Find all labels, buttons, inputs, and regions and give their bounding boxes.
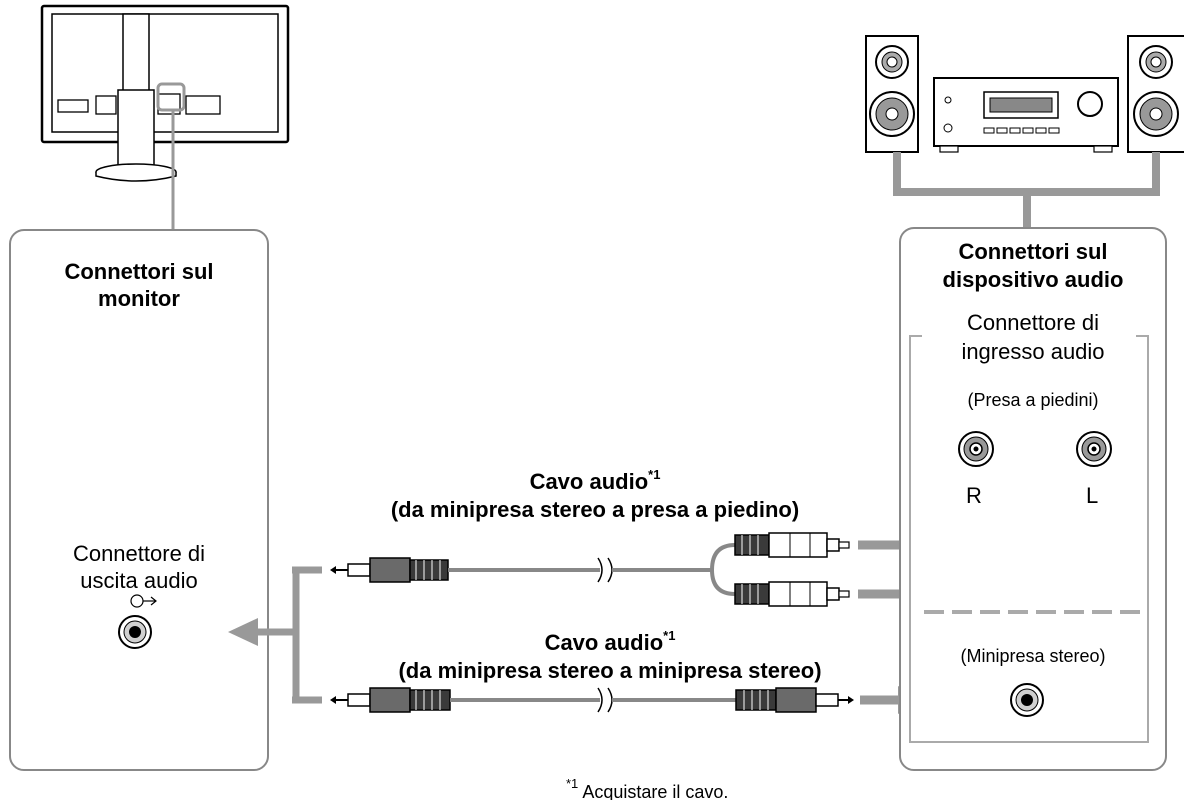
stereo-mini-label: (Minipresa stereo) (960, 646, 1106, 666)
pin-jack-label: (Presa a piedini) (967, 390, 1099, 410)
speaker-icon (865, 35, 919, 153)
cable-top-name: Cavo audio (529, 469, 649, 494)
cable-bottom-footnote-mark: *1 (663, 628, 676, 643)
monitor-icon (40, 4, 290, 182)
mini-jack-icon (118, 615, 152, 649)
speaker-icon (1127, 35, 1184, 153)
cable-bottom-title: Cavo audio*1 (330, 622, 890, 657)
mini-jack-icon (1010, 683, 1044, 717)
channel-right-label: R (966, 483, 982, 508)
cable-top-label: Cavo audio*1 (da minipresa stereo a pres… (330, 461, 860, 524)
footnote: *1 Acquistare il cavo. (566, 776, 728, 800)
cable-mini-to-rca (330, 532, 850, 607)
cable-top-description: (da minipresa stereo a presa a piedino) (390, 497, 800, 522)
output-connector-label-line2: uscita audio (80, 568, 198, 593)
monitor-panel-title-line1: Connettori sul (64, 259, 214, 284)
output-connector-label: Connettore di uscita audio (10, 540, 268, 594)
audio-connector-panel (899, 227, 1167, 771)
input-connector-label-line2: ingresso audio (961, 339, 1105, 364)
audio-panel-title: Connettori sul dispositivo audio (900, 238, 1166, 294)
rca-jack-icon (1076, 431, 1112, 467)
input-connector-label-line1: Connettore di (966, 310, 1100, 335)
cable-top-title: Cavo audio*1 (330, 461, 860, 496)
audio-panel-title-line1: Connettori sul (958, 239, 1108, 264)
cable-bottom-name: Cavo audio (544, 630, 664, 655)
cable-top-footnote-mark: *1 (648, 467, 661, 482)
arrow-icon (228, 618, 258, 646)
monitor-panel-title: Connettori sul monitor (10, 258, 268, 312)
connection-bracket (228, 566, 322, 704)
channel-left-label: L (1086, 483, 1099, 508)
footnote-text: Acquistare il cavo. (582, 782, 729, 800)
headphone-output-icon (130, 594, 157, 608)
amplifier-icon (933, 77, 1119, 153)
input-connector-label: Connettore di ingresso audio (900, 308, 1166, 366)
footnote-mark: *1 (566, 776, 579, 791)
output-connector-label-line1: Connettore di (72, 541, 206, 566)
cable-bottom-description: (da minipresa stereo a minipresa stereo) (398, 658, 822, 683)
cable-bottom-label: Cavo audio*1 (da minipresa stereo a mini… (330, 622, 890, 685)
audio-panel-title-line2: dispositivo audio (942, 267, 1124, 292)
monitor-panel-title-line2: monitor (98, 286, 180, 311)
cable-mini-to-mini (330, 687, 854, 713)
rca-jack-icon (958, 431, 994, 467)
monitor-connector-panel (9, 229, 269, 771)
